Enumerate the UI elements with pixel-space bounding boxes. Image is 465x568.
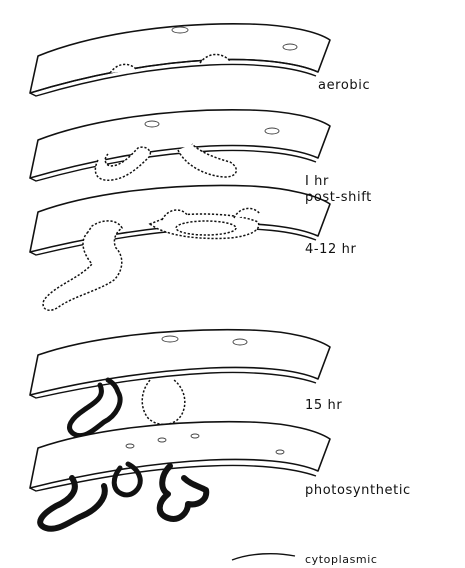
- invagination: [178, 144, 236, 177]
- stage-photosynthetic-drawing: [30, 422, 330, 529]
- vesicle-chain: [40, 478, 105, 529]
- stage-label-1hr-post-shift: I hr post-shift: [305, 174, 372, 206]
- stage-label-4-12hr: 4-12 hr: [305, 242, 356, 258]
- vesicle-chain: [69, 380, 120, 436]
- stage-label-aerobic: aerobic: [318, 78, 370, 94]
- round-vesicle: [142, 380, 185, 424]
- stage-aerobic-drawing: [30, 24, 330, 96]
- stage-label-photosynthetic: photosynthetic: [305, 483, 411, 499]
- stage-1hr-drawing: [30, 110, 330, 181]
- membrane-sheet: [30, 24, 330, 93]
- partial-sheet: [232, 554, 295, 560]
- membrane-sheet: [30, 330, 330, 395]
- vesicle: [176, 221, 236, 235]
- vesicle-chain: [160, 466, 207, 519]
- stage-label-15hr: 15 hr: [305, 398, 342, 414]
- stage-label-cytoplasmic: cytoplasmic: [305, 552, 378, 568]
- membrane-sheet: [30, 110, 330, 178]
- stage-cytoplasmic-drawing: [232, 554, 295, 560]
- stage-15hr-drawing: [30, 330, 330, 436]
- stage-4-12hr-drawing: [30, 185, 330, 310]
